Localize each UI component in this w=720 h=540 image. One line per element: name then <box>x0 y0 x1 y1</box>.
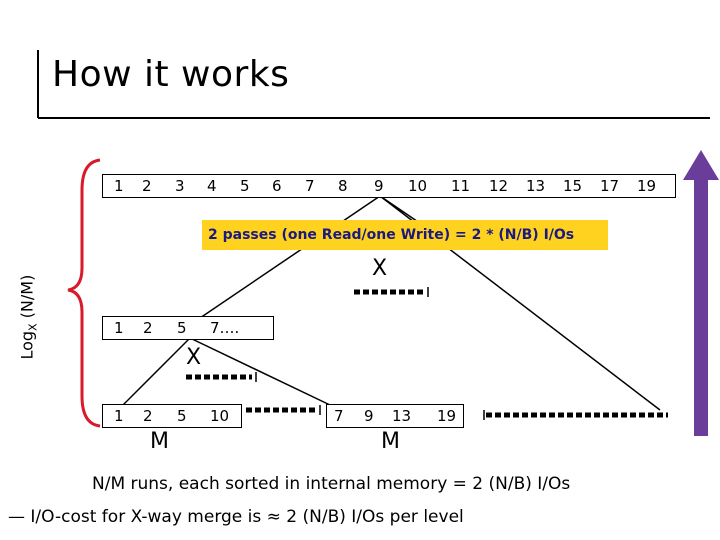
top-row-cell: 1 <box>114 177 124 195</box>
top-row-cell: 7 <box>305 177 315 195</box>
up-arrow-shaft <box>694 178 708 436</box>
top-row-cell: 9 <box>374 177 384 195</box>
brace-icon <box>67 158 101 428</box>
top-row-cell: 2 <box>142 177 152 195</box>
mid-row-cell: 2 <box>143 319 153 337</box>
levels-axis-base: X <box>26 323 40 331</box>
top-row-cell: 4 <box>207 177 217 195</box>
up-arrow-icon <box>683 150 719 180</box>
top-row-cell: 12 <box>489 177 509 195</box>
run-cell: 10 <box>210 407 230 425</box>
tree-line-mid-right <box>189 337 331 406</box>
run-cell: 1 <box>114 407 124 425</box>
run-cell: 5 <box>177 407 187 425</box>
top-row-cell: 17 <box>600 177 620 195</box>
passes-banner-text: 2 passes (one Read/one Write) = 2 * (N/B… <box>208 227 575 243</box>
run-cell: 19 <box>437 407 457 425</box>
merge-fanin-label: X <box>186 345 202 370</box>
top-row-cell: 6 <box>272 177 282 195</box>
mid-row-box <box>102 316 274 340</box>
mid-row-cell: 1 <box>114 319 124 337</box>
top-row-cell: 3 <box>175 177 185 195</box>
run-cell: 7 <box>334 407 344 425</box>
dash-bullet: — <box>8 507 25 527</box>
top-row-cell: 13 <box>526 177 546 195</box>
top-row-cell: 10 <box>408 177 428 195</box>
levels-axis-log: Log <box>17 330 37 360</box>
memory-size-label: M <box>381 429 400 454</box>
bottom-run-box-left <box>102 404 242 428</box>
run-cell: 9 <box>364 407 374 425</box>
top-row-box <box>102 174 676 198</box>
top-row-cell: 8 <box>338 177 348 195</box>
merge-fanin-label: X <box>372 256 388 281</box>
passes-banner <box>202 220 608 250</box>
mid-row-cell: 5 <box>177 319 187 337</box>
levels-axis-label: LogX (N/M) <box>17 275 39 360</box>
top-row-cell: 5 <box>240 177 250 195</box>
mid-row-cell: 7…. <box>210 319 240 337</box>
top-row-cell: 11 <box>451 177 471 195</box>
merge-cost-text: — I/O-cost for X-way merge is ≈ 2 (N/B) … <box>8 507 464 527</box>
slide-title: How it works <box>52 54 290 95</box>
run-cell: 2 <box>143 407 153 425</box>
tree-line-left <box>199 195 381 319</box>
tree-line-mid-left <box>121 337 191 407</box>
memory-size-label: M <box>150 429 169 454</box>
bottom-run-box-right <box>326 404 464 428</box>
top-row-cell: 15 <box>563 177 583 195</box>
runs-cost-text: N/M runs, each sorted in internal memory… <box>92 474 571 494</box>
top-row-cell: 19 <box>637 177 657 195</box>
levels-axis-arg: (N/M) <box>17 274 37 324</box>
merge-cost-body: I/O-cost for X-way merge is ≈ 2 (N/B) I/… <box>25 507 464 527</box>
run-cell: 13 <box>392 407 412 425</box>
